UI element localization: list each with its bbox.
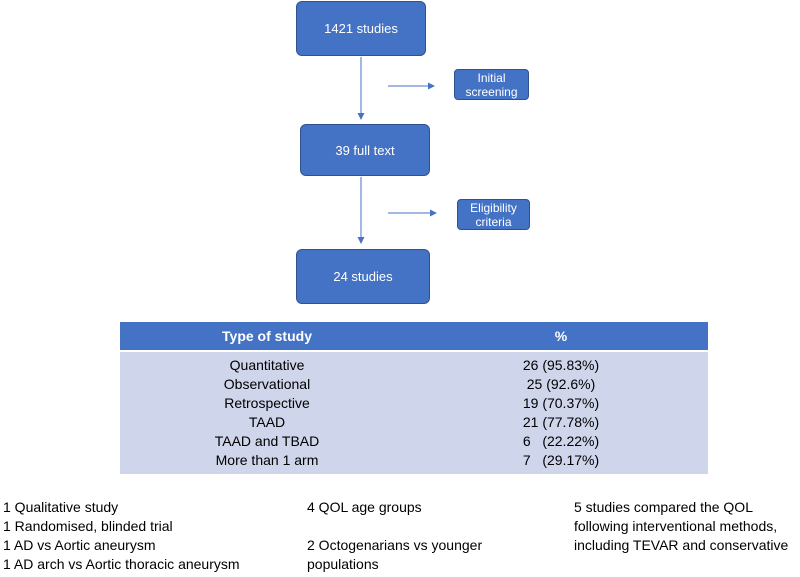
note-line: populations [307, 556, 379, 572]
cell-value: 6 (22.22%) [414, 432, 708, 451]
box-studies-total: 1421 studies [296, 1, 426, 56]
cell-value: 26 (95.83%) [414, 351, 708, 375]
table-row: Retrospective 19 (70.37%) [120, 394, 708, 413]
table-row: Observational 25 (92.6%) [120, 375, 708, 394]
table-row: Quantitative 26 (95.83%) [120, 351, 708, 375]
note-line: 2 Octogenarians vs younger [307, 537, 483, 553]
cell-value: 19 (70.37%) [414, 394, 708, 413]
note-line: 5 studies compared the QOL [574, 499, 753, 515]
cell-type: Observational [120, 375, 414, 394]
note-line: 4 QOL age groups [307, 499, 422, 515]
study-type-table: Type of study % Quantitative 26 (95.83%)… [120, 322, 708, 474]
table-row: TAAD 21 (77.78%) [120, 413, 708, 432]
cell-type: Quantitative [120, 351, 414, 375]
box-studies-included: 24 studies [296, 249, 430, 304]
cell-type: TAAD and TBAD [120, 432, 414, 451]
notes-right: 5 studies compared the QOL following int… [574, 498, 788, 555]
table-row: More than 1 arm 7 (29.17%) [120, 451, 708, 474]
note-line: 1 AD vs Aortic aneurysm [3, 537, 156, 553]
box-eligibility-criteria: Eligibility criteria [457, 199, 530, 230]
notes-middle: 4 QOL age groups 2 Octogenarians vs youn… [307, 498, 482, 574]
header-type-of-study: Type of study [120, 322, 414, 352]
box-initial-screening-label: Initial screening [465, 70, 518, 99]
table-header-row: Type of study % [120, 322, 708, 352]
box-studies-included-label: 24 studies [333, 269, 393, 284]
note-line: 1 AD arch vs Aortic thoracic aneurysm [3, 556, 240, 572]
cell-value: 21 (77.78%) [414, 413, 708, 432]
box-eligibility-criteria-label: Eligibility criteria [470, 200, 517, 229]
note-line: 1 Randomised, blinded trial [3, 518, 173, 534]
header-percent: % [414, 322, 708, 352]
cell-value: 7 (29.17%) [414, 451, 708, 474]
box-studies-total-label: 1421 studies [324, 21, 398, 36]
cell-value: 25 (92.6%) [414, 375, 708, 394]
cell-type: Retrospective [120, 394, 414, 413]
note-line: following interventional methods, [574, 518, 778, 534]
cell-type: More than 1 arm [120, 451, 414, 474]
notes-left: 1 Qualitative study 1 Randomised, blinde… [3, 498, 240, 574]
note-line: 1 Qualitative study [3, 499, 119, 515]
note-line: including TEVAR and conservative [574, 537, 789, 553]
cell-type: TAAD [120, 413, 414, 432]
table-row: TAAD and TBAD 6 (22.22%) [120, 432, 708, 451]
box-initial-screening: Initial screening [454, 69, 529, 100]
box-full-text: 39 full text [300, 124, 430, 176]
note-spacer [307, 517, 482, 536]
box-full-text-label: 39 full text [335, 142, 395, 158]
